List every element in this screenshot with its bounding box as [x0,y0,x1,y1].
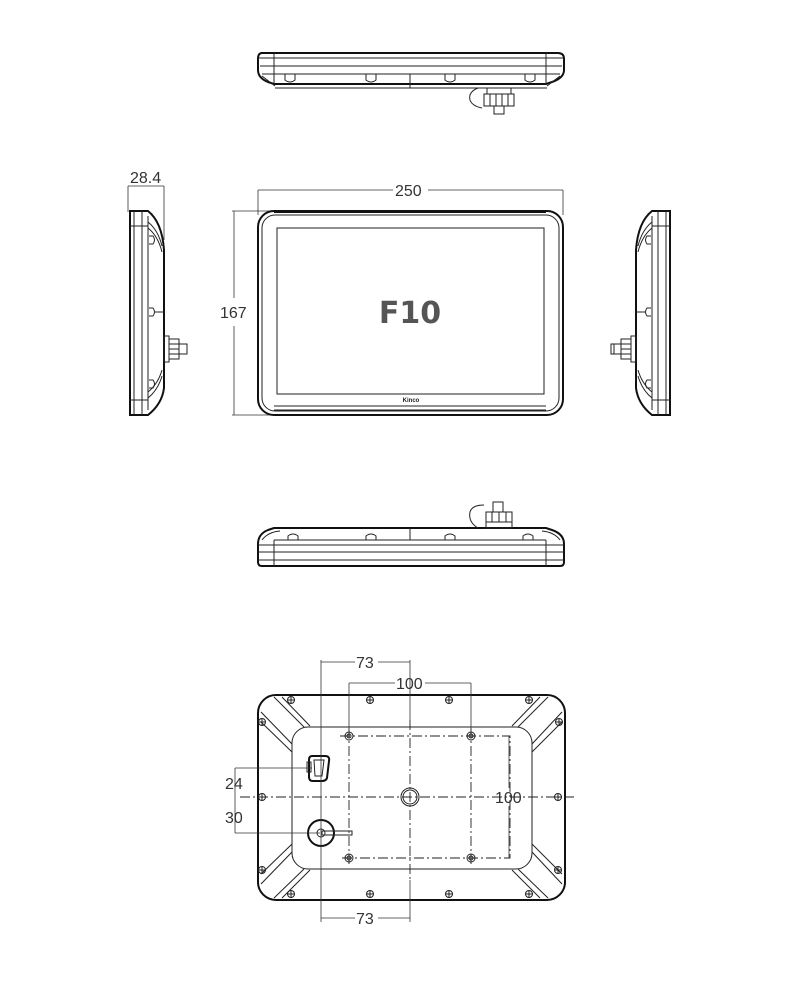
model-label: F10 [379,296,441,331]
dimension-24-label: 24 [225,776,243,793]
port-icon [306,755,331,782]
right-side-view [610,210,671,416]
left-side-view: 28.4 [127,170,188,416]
perimeter-screws [258,696,563,898]
connector-icon [163,335,188,363]
front-view: 250 167 F10 Kinco [220,183,564,416]
dimension-100-horizontal-label: 100 [396,676,423,693]
connector-icon [610,335,637,363]
dimension-30-label: 30 [225,810,243,827]
connector-icon [469,501,513,529]
dimension-height-label: 167 [220,305,247,322]
connector-icon [469,87,515,115]
display-screen [276,227,545,395]
dimension-73-top-label: 73 [356,655,374,672]
bottom-view [257,501,565,567]
brand-logo: Kinco [403,398,420,404]
center-hole [400,787,420,807]
dimension-depth-label: 28.4 [130,170,161,187]
dimension-100-vertical-label: 100 [495,790,522,807]
corner-ribs [260,696,563,899]
rear-view: 73 100 100 24 30 73 [225,655,575,928]
dimension-width-label: 250 [395,183,422,200]
dimension-73-bottom-label: 73 [356,911,374,928]
top-view [257,52,565,115]
